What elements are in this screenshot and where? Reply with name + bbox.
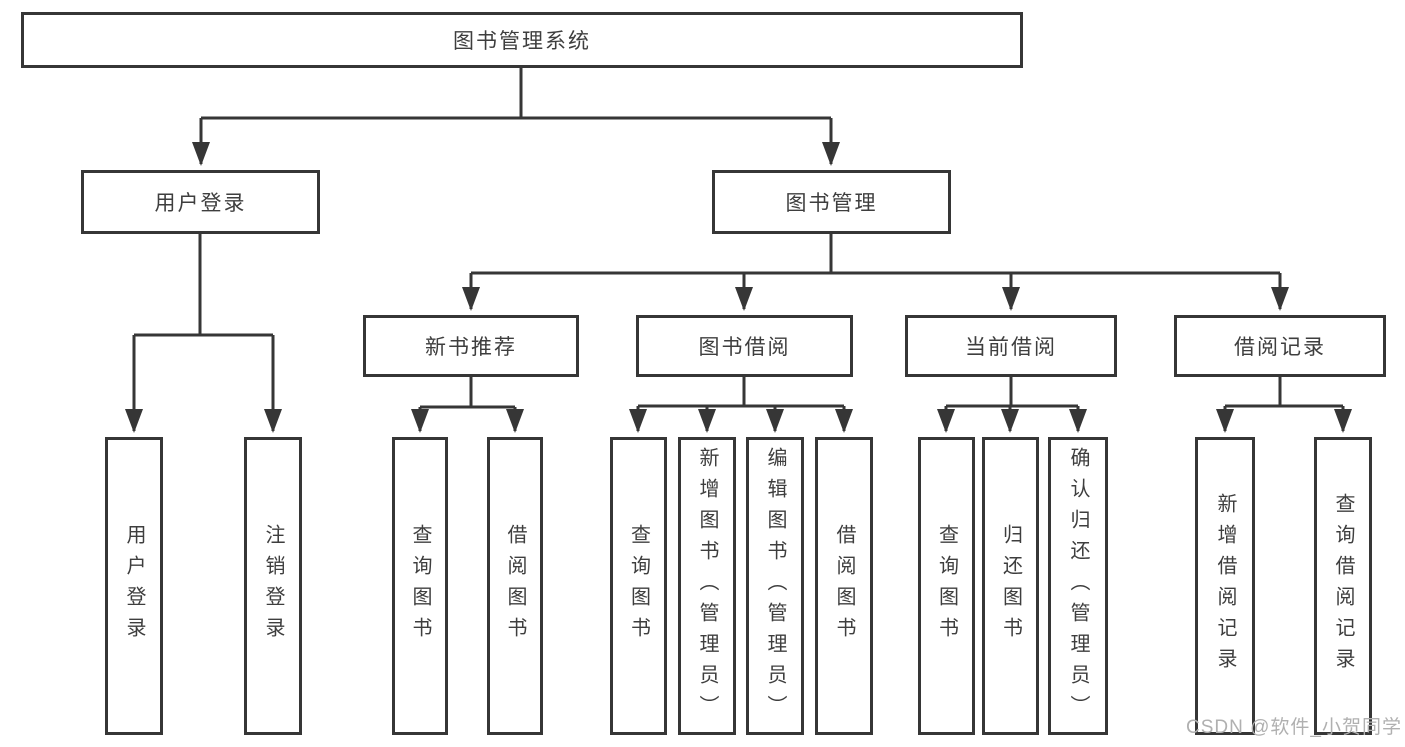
leaf-edit-book-admin: 编辑图书（管理员） [746,437,804,735]
node-user-login: 用户登录 [81,170,320,234]
node-book-borrowing: 图书借阅 [636,315,853,377]
leaf-user-login: 用户登录 [105,437,163,735]
leaf-borrow-books-borrowing-label: 借阅图书 [833,524,855,648]
node-borrowing-records: 借阅记录 [1174,315,1386,377]
node-book-management-label: 图书管理 [785,192,878,215]
node-user-login-label: 用户登录 [154,192,247,215]
node-root: 图书管理系统 [21,12,1023,68]
node-current-borrowing-label: 当前借阅 [965,336,1057,359]
leaf-query-books-borrowing: 查询图书 [610,437,667,735]
leaf-query-books-recommend: 查询图书 [392,437,448,735]
node-borrowing-records-label: 借阅记录 [1234,336,1326,359]
node-current-borrowing: 当前借阅 [905,315,1117,377]
node-new-book-recommend-label: 新书推荐 [425,336,517,359]
leaf-query-borrow-record: 查询借阅记录 [1314,437,1372,735]
node-new-book-recommend: 新书推荐 [363,315,579,377]
leaf-edit-book-admin-label: 编辑图书（管理员） [764,446,786,726]
csdn-watermark: CSDN @软件_小贺同学 [1186,717,1402,738]
leaf-query-books-current-label: 查询图书 [935,524,958,648]
leaf-add-book-admin-label: 新增图书（管理员） [696,446,718,726]
leaf-user-login-label: 用户登录 [123,524,145,648]
leaf-query-books-current: 查询图书 [918,437,975,735]
leaf-borrow-books-borrowing: 借阅图书 [815,437,873,735]
node-book-borrowing-label: 图书借阅 [698,336,791,359]
leaf-add-book-admin: 新增图书（管理员） [678,437,736,735]
leaf-return-books-label: 归还图书 [999,524,1022,648]
leaf-logout-login: 注销登录 [244,437,302,735]
leaf-query-books-borrowing-label: 查询图书 [627,524,650,648]
leaf-query-books-recommend-label: 查询图书 [409,524,431,648]
leaf-confirm-return-admin: 确认归还（管理员） [1048,437,1108,735]
leaf-return-books: 归还图书 [982,437,1039,735]
node-book-management: 图书管理 [712,170,951,234]
leaf-confirm-return-admin-label: 确认归还（管理员） [1067,446,1089,726]
leaf-query-borrow-record-label: 查询借阅记录 [1332,493,1354,679]
leaf-logout-login-label: 注销登录 [262,524,284,648]
leaf-borrow-books-recommend-label: 借阅图书 [504,524,526,648]
leaf-add-borrow-record-label: 新增借阅记录 [1214,493,1236,679]
leaf-borrow-books-recommend: 借阅图书 [487,437,543,735]
node-root-label: 图书管理系统 [453,30,591,53]
leaf-add-borrow-record: 新增借阅记录 [1195,437,1255,735]
